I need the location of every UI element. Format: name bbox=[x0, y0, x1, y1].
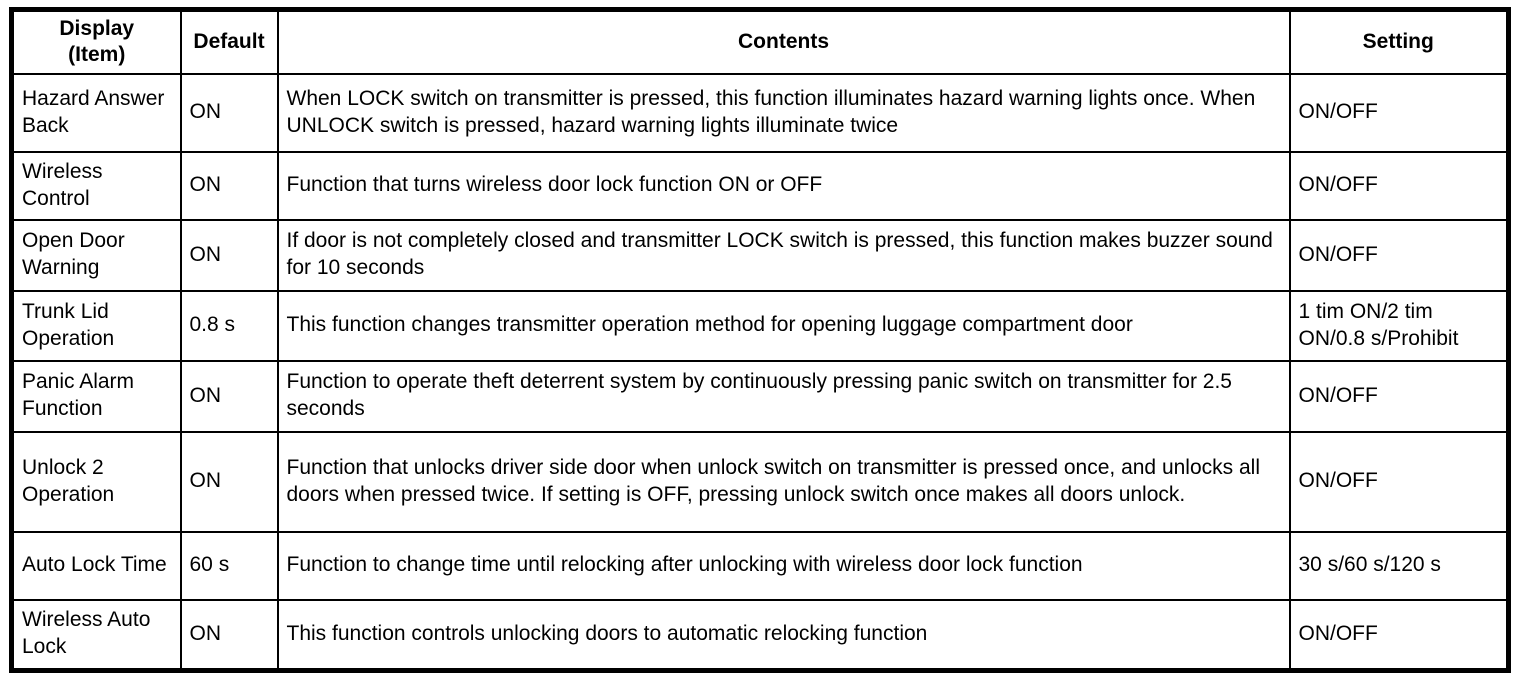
cell-default: ON bbox=[179, 359, 279, 433]
cell-default: ON bbox=[179, 150, 279, 221]
column-header-setting: Setting bbox=[1288, 8, 1510, 75]
table-row: Unlock 2 Operation ON Function that unlo… bbox=[10, 430, 1510, 533]
column-header-contents: Contents bbox=[276, 8, 1291, 75]
cell-display-item: Unlock 2 Operation bbox=[10, 430, 182, 533]
cell-setting: 1 tim ON/2 tim ON/0.8 s/Prohibit bbox=[1288, 289, 1510, 362]
cell-setting: ON/OFF bbox=[1288, 150, 1510, 221]
wireless-door-lock-settings-table: Display (Item) Default Contents Setting … bbox=[9, 7, 1511, 673]
cell-setting: ON/OFF bbox=[1288, 430, 1510, 533]
cell-default: ON bbox=[179, 218, 279, 292]
column-header-display-item: Display (Item) bbox=[10, 8, 182, 75]
cell-contents: Function that turns wireless door lock f… bbox=[276, 150, 1291, 221]
cell-default: ON bbox=[179, 72, 279, 153]
cell-contents: Function that unlocks driver side door w… bbox=[276, 430, 1291, 533]
cell-setting: ON/OFF bbox=[1288, 72, 1510, 153]
table-row: Trunk Lid Operation 0.8 s This function … bbox=[10, 289, 1510, 362]
cell-display-item: Wireless Control bbox=[10, 150, 182, 221]
cell-contents: Function to operate theft deterrent syst… bbox=[276, 359, 1291, 433]
table-row: Panic Alarm Function ON Function to oper… bbox=[10, 359, 1510, 433]
table-row: Hazard Answer Back ON When LOCK switch o… bbox=[10, 72, 1510, 153]
cell-default: 0.8 s bbox=[179, 289, 279, 362]
cell-display-item: Auto Lock Time bbox=[10, 530, 182, 601]
cell-default: ON bbox=[179, 598, 279, 672]
cell-default: 60 s bbox=[179, 530, 279, 601]
cell-setting: ON/OFF bbox=[1288, 598, 1510, 672]
table-row: Wireless Auto Lock ON This function cont… bbox=[10, 598, 1510, 672]
header-row: Display (Item) Default Contents Setting bbox=[10, 8, 1510, 75]
table-row: Wireless Control ON Function that turns … bbox=[10, 150, 1510, 221]
cell-contents: If door is not completely closed and tra… bbox=[276, 218, 1291, 292]
cell-contents: Function to change time until relocking … bbox=[276, 530, 1291, 601]
cell-display-item: Open Door Warning bbox=[10, 218, 182, 292]
cell-contents: This function controls unlocking doors t… bbox=[276, 598, 1291, 672]
cell-setting: 30 s/60 s/120 s bbox=[1288, 530, 1510, 601]
cell-display-item: Trunk Lid Operation bbox=[10, 289, 182, 362]
table-row: Open Door Warning ON If door is not comp… bbox=[10, 218, 1510, 292]
table-row: Auto Lock Time 60 s Function to change t… bbox=[10, 530, 1510, 601]
cell-display-item: Panic Alarm Function bbox=[10, 359, 182, 433]
cell-setting: ON/OFF bbox=[1288, 359, 1510, 433]
column-header-default: Default bbox=[179, 8, 279, 75]
manual-page: Display (Item) Default Contents Setting … bbox=[9, 7, 1511, 673]
cell-contents: When LOCK switch on transmitter is press… bbox=[276, 72, 1291, 153]
cell-setting: ON/OFF bbox=[1288, 218, 1510, 292]
cell-default: ON bbox=[179, 430, 279, 533]
cell-contents: This function changes transmitter operat… bbox=[276, 289, 1291, 362]
cell-display-item: Hazard Answer Back bbox=[10, 72, 182, 153]
cell-display-item: Wireless Auto Lock bbox=[10, 598, 182, 672]
